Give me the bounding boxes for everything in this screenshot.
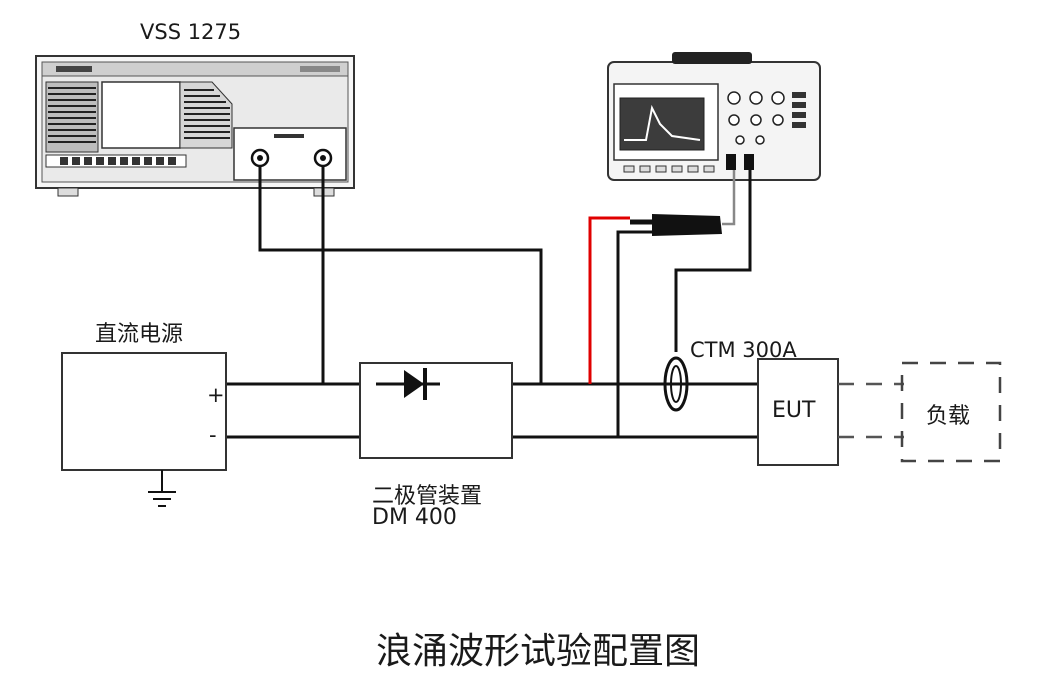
eut-box (757, 358, 839, 466)
diode-symbol (376, 368, 440, 400)
diode-model-label: DM 400 (372, 505, 457, 530)
probe-label: CTM 300A (690, 338, 797, 362)
voltage-probe-tip (588, 216, 630, 384)
current-probe-ring (663, 356, 689, 412)
load-label: 负载 (926, 404, 971, 429)
plus-label: + (207, 383, 225, 407)
diode-device-label: 二极管装置 (372, 484, 483, 509)
minus-label: - (209, 423, 217, 447)
dc-supply-box (61, 352, 227, 471)
surge-generator (35, 55, 355, 197)
generator-label: VSS 1275 (140, 20, 242, 44)
diode-device-box (359, 362, 513, 459)
diagram-caption: 浪涌波形试验配置图 (376, 631, 701, 672)
eut-label: EUT (772, 398, 816, 423)
voltage-probe (630, 170, 736, 236)
ground-symbol (148, 470, 176, 507)
dc-supply-label: 直流电源 (95, 322, 184, 347)
oscilloscope (607, 52, 821, 181)
load-dashed-leads (838, 382, 904, 439)
wiring (226, 166, 758, 439)
load-box (900, 361, 1002, 463)
